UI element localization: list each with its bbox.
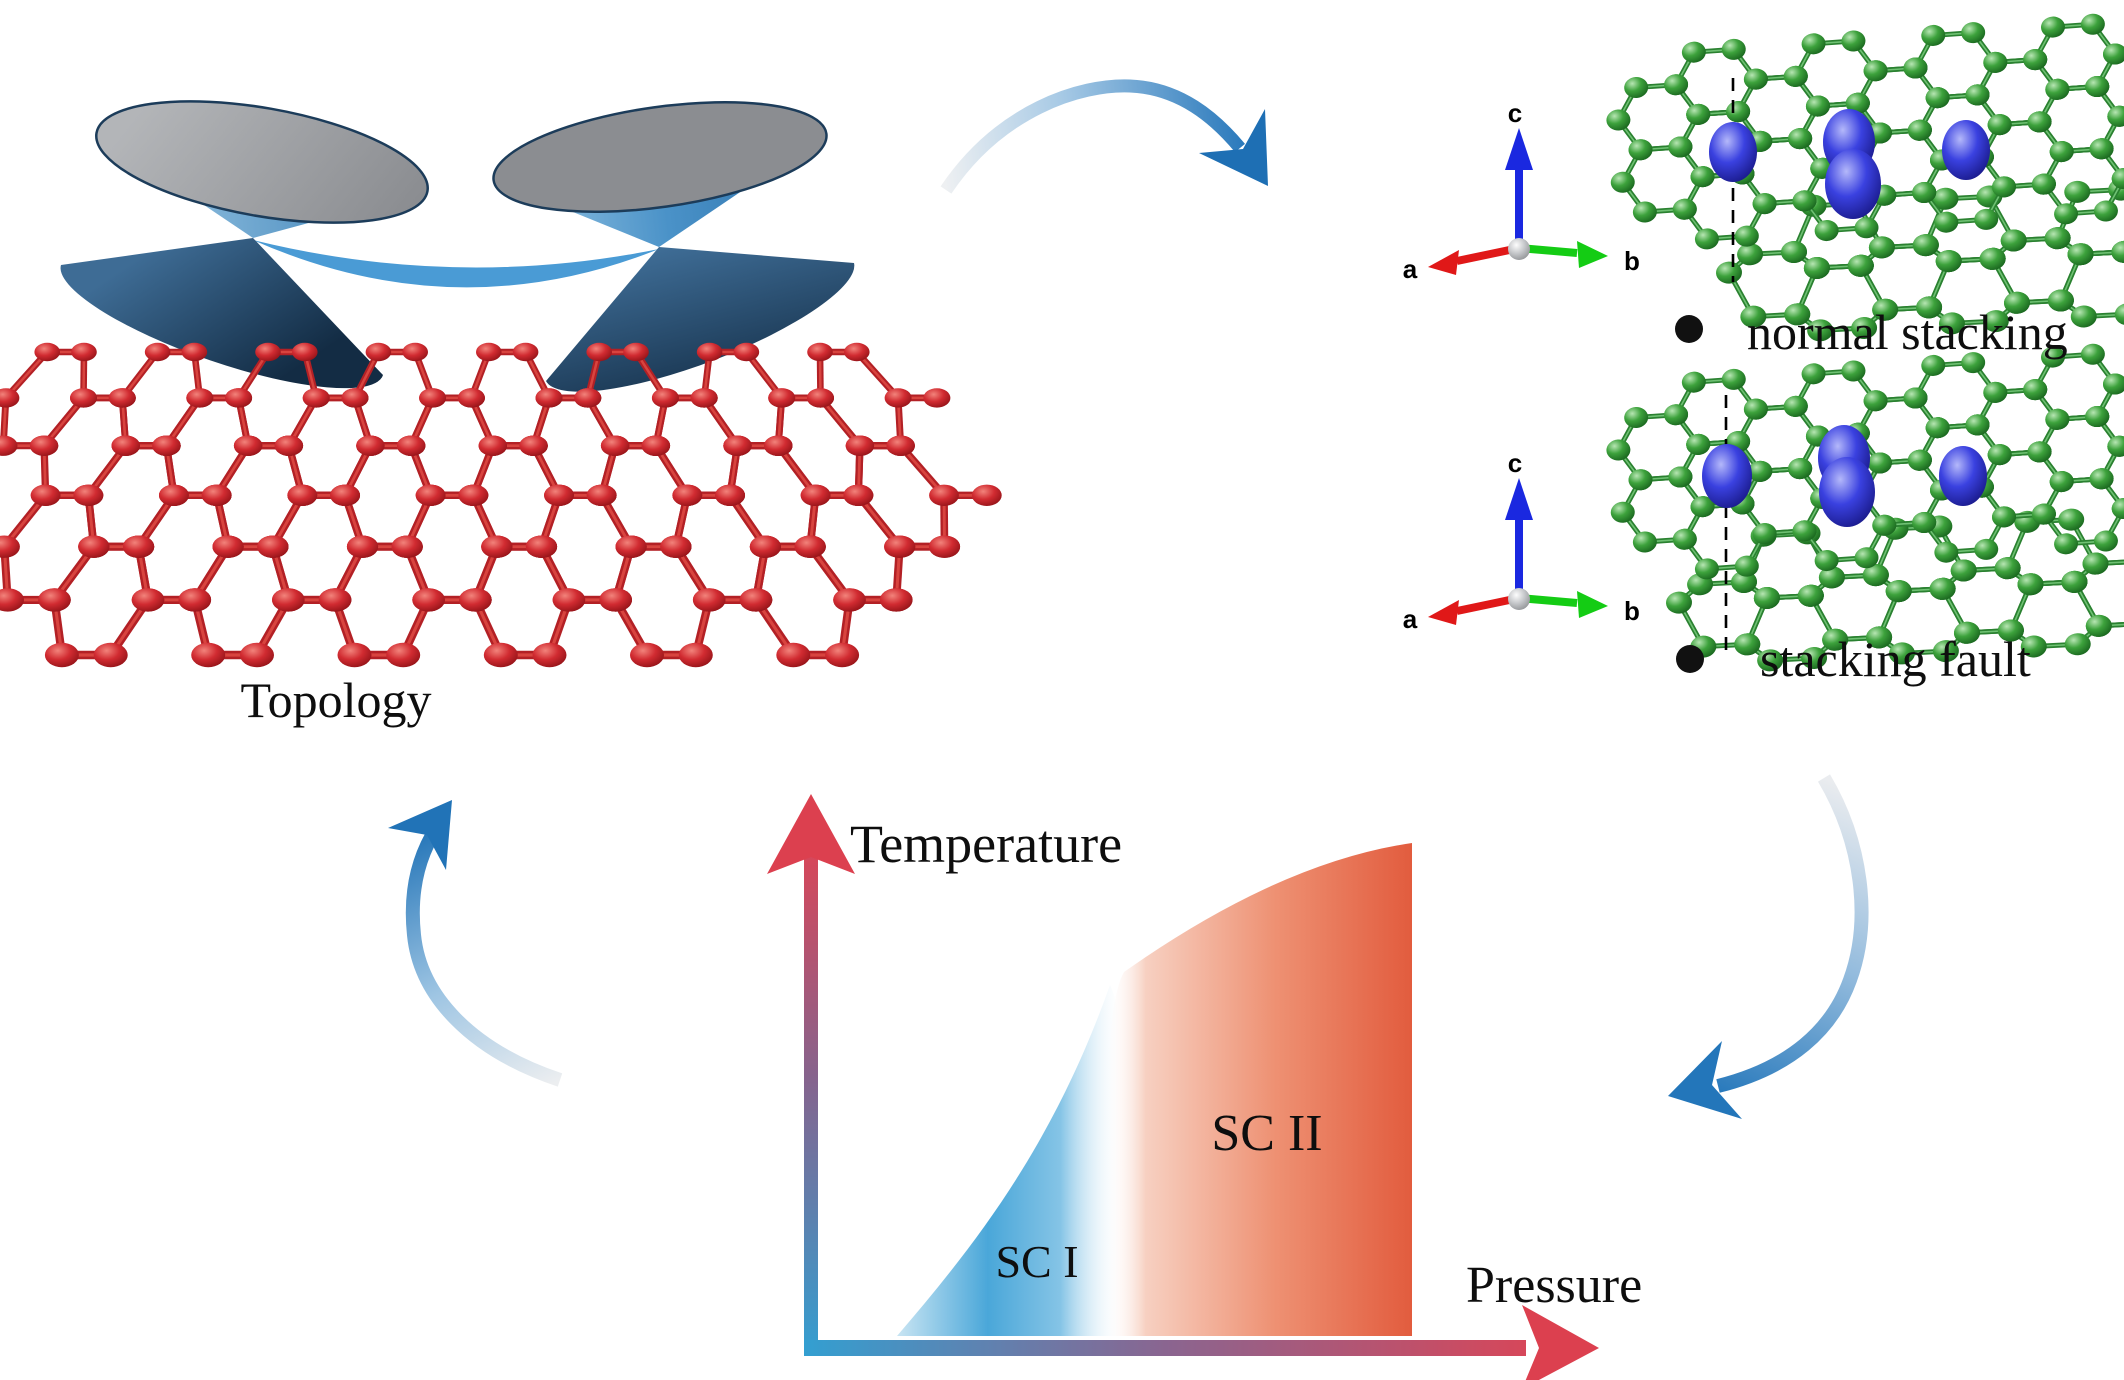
pressure-axis-arrowhead: [1522, 1305, 1599, 1380]
bullet-icon: [1675, 315, 1703, 343]
normal-stacking-label: normal stacking: [1747, 304, 2068, 360]
b-axis-arrowhead: [1577, 241, 1608, 268]
sc2-region-label: SC II: [1211, 1105, 1322, 1162]
curved-arrow-head: [1668, 1041, 1742, 1119]
curved-arrow-shaft: [940, 79, 1245, 194]
c-axis-arrowhead: [1505, 478, 1533, 520]
sc1-region-label: SC I: [995, 1236, 1078, 1287]
b-axis-label: b: [1624, 246, 1640, 276]
temperature-axis-arrowhead: [767, 794, 855, 874]
sc1-region: [897, 985, 1124, 1336]
origin-sphere: [1508, 238, 1530, 260]
a-axis-label: a: [1403, 254, 1418, 284]
arrow-phase-to-topology: [388, 800, 563, 1087]
intercalant-atoms: [1709, 109, 1990, 219]
pressure-axis: [804, 1340, 1526, 1356]
b-axis-label: b: [1624, 596, 1640, 626]
c-axis-label: c: [1508, 98, 1522, 128]
phase-diagram: Temperature Pressure SC I SC II: [767, 794, 1642, 1380]
axis-triad-fault: c a b: [1403, 448, 1640, 634]
a-axis-arrowhead: [1428, 250, 1459, 275]
a-axis-arrowhead: [1428, 600, 1459, 625]
topology-label: Topology: [241, 672, 432, 728]
lower-cone-right: [546, 247, 855, 392]
graphene-lattice: [0, 342, 1002, 668]
origin-sphere: [1508, 588, 1530, 610]
bottom-green-layer: [1716, 178, 2124, 342]
nodal-line: [253, 240, 659, 288]
b-axis-arrowhead: [1577, 591, 1608, 618]
c-axis-arrowhead: [1505, 128, 1533, 170]
upper-cone-left-top: [95, 100, 429, 224]
axis-triad-normal: c a b: [1403, 98, 1640, 284]
stacking-fault-label: stacking fault: [1760, 631, 2031, 687]
sc2-region: [1106, 843, 1412, 1336]
curved-arrow-head: [1199, 109, 1268, 186]
crystal-panel-stacking-fault: [1606, 343, 2124, 672]
dirac-cones: [60, 100, 855, 392]
bullet-icon: [1676, 645, 1704, 673]
crystal-panel-normal-stacking: [1606, 13, 2124, 342]
a-axis-label: a: [1403, 604, 1418, 634]
upper-cone-right-top: [492, 100, 828, 214]
intercalant-atoms: [1702, 425, 1987, 527]
arrow-topology-to-stacking: [940, 79, 1268, 194]
curved-arrow-head: [388, 800, 452, 870]
temperature-axis: [804, 856, 818, 1356]
curved-arrow-shaft: [1716, 774, 1869, 1093]
curved-arrow-shaft: [405, 815, 563, 1087]
temperature-axis-label: Temperature: [850, 814, 1122, 874]
crystal-panels: [1606, 13, 2124, 672]
arrow-stacking-to-phase: [1668, 774, 1869, 1119]
c-axis-label: c: [1508, 448, 1522, 478]
pressure-axis-label: Pressure: [1466, 1257, 1642, 1314]
